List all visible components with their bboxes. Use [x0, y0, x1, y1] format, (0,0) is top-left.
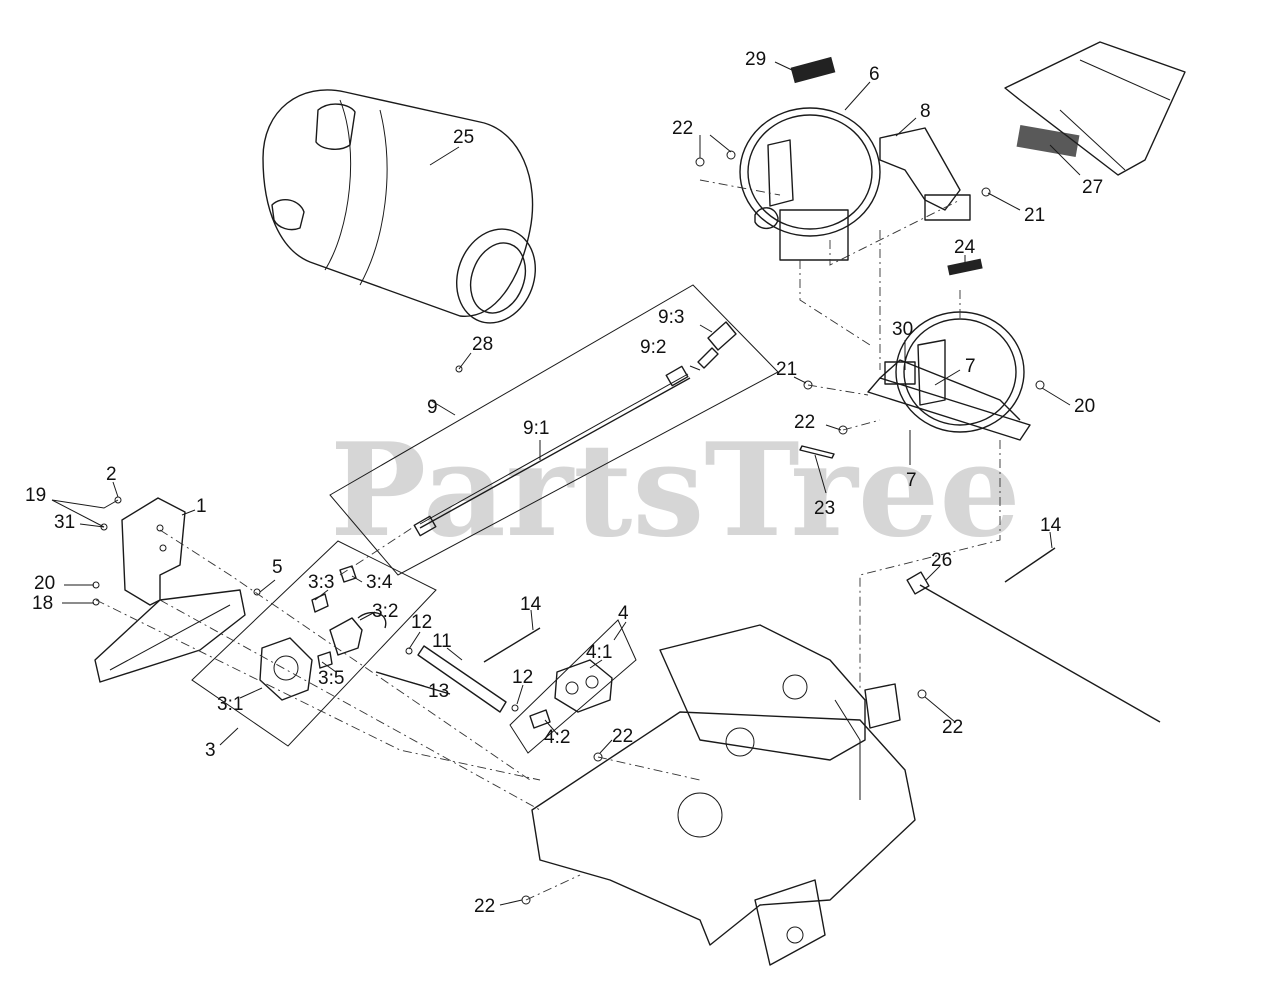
main-frame [531, 624, 916, 966]
callout-22-right: 22 [942, 717, 963, 738]
callout-22: 22 [672, 118, 693, 139]
callout-25: 25 [453, 127, 474, 148]
callout-3-1: 3:1 [217, 694, 243, 715]
callout-24: 24 [954, 237, 976, 258]
callout-22-mid: 22 [794, 412, 815, 433]
tank-strap-upper [739, 107, 881, 261]
callout-11: 11 [432, 631, 452, 652]
callout-3-2: 3:2 [372, 601, 398, 622]
callout-9-2: 9:2 [640, 337, 666, 358]
callout-22-bottom: 22 [474, 896, 495, 917]
harness-26 [906, 547, 1161, 723]
callout-30: 30 [892, 319, 913, 340]
callout-2: 2 [106, 464, 117, 485]
callout-8: 8 [920, 101, 931, 122]
callout-29: 29 [745, 49, 766, 70]
callout-18: 18 [32, 593, 53, 614]
callout-7-lower: 7 [906, 470, 917, 491]
callout-20: 20 [1074, 396, 1095, 417]
mixer-assembly-4 [509, 619, 637, 754]
callout-22-lower-mid: 22 [612, 726, 633, 747]
callout-4-1: 4:1 [586, 642, 612, 663]
tank-strap-lower [867, 311, 1031, 441]
decal-24 [947, 258, 983, 276]
leader-lines [51, 61, 1081, 906]
callout-7-upper: 7 [965, 356, 976, 377]
callout-9-1: 9:1 [523, 418, 549, 439]
callout-6: 6 [869, 64, 880, 85]
callout-14-left: 14 [520, 594, 542, 615]
callout-28: 28 [472, 334, 493, 355]
callout-3: 3 [205, 740, 216, 761]
callout-5: 5 [272, 557, 283, 578]
callout-labels: 25 28 29 6 8 22 21 27 24 30 7 7 21 20 22… [25, 49, 1103, 917]
callout-21-lower: 21 [776, 359, 797, 380]
tube-11 [417, 645, 507, 713]
callout-3-3: 3:3 [308, 572, 334, 593]
callout-31: 31 [54, 512, 75, 533]
callout-14-right: 14 [1040, 515, 1062, 536]
bracket-8 [879, 127, 971, 221]
callout-3-5: 3:5 [318, 668, 344, 689]
strip-23 [799, 445, 835, 459]
callout-13: 13 [428, 681, 449, 702]
callout-12-lower: 12 [512, 667, 533, 688]
callout-9-3: 9:3 [658, 307, 684, 328]
callout-12-upper: 12 [411, 612, 432, 633]
assembly-lines [95, 179, 1001, 901]
callout-19: 19 [25, 485, 46, 506]
rod-14-left [483, 627, 541, 663]
callout-9: 9 [427, 397, 438, 418]
callout-20-left: 20 [34, 573, 55, 594]
callout-3-4: 3:4 [366, 572, 393, 593]
callout-4-2: 4:2 [544, 727, 570, 748]
left-frame-rail [94, 589, 246, 683]
fuel-tank [262, 89, 537, 324]
callout-21: 21 [1024, 205, 1045, 226]
callout-26: 26 [931, 550, 952, 571]
bracket-1 [121, 497, 186, 606]
decal-29 [790, 56, 836, 84]
callout-4: 4 [618, 603, 629, 624]
callout-23: 23 [814, 498, 835, 519]
watermark: PartsTree [330, 416, 1021, 566]
callout-1: 1 [196, 496, 207, 517]
cover-27 [1004, 41, 1186, 176]
hose-assembly-9 [329, 284, 779, 576]
callout-27: 27 [1082, 177, 1103, 198]
